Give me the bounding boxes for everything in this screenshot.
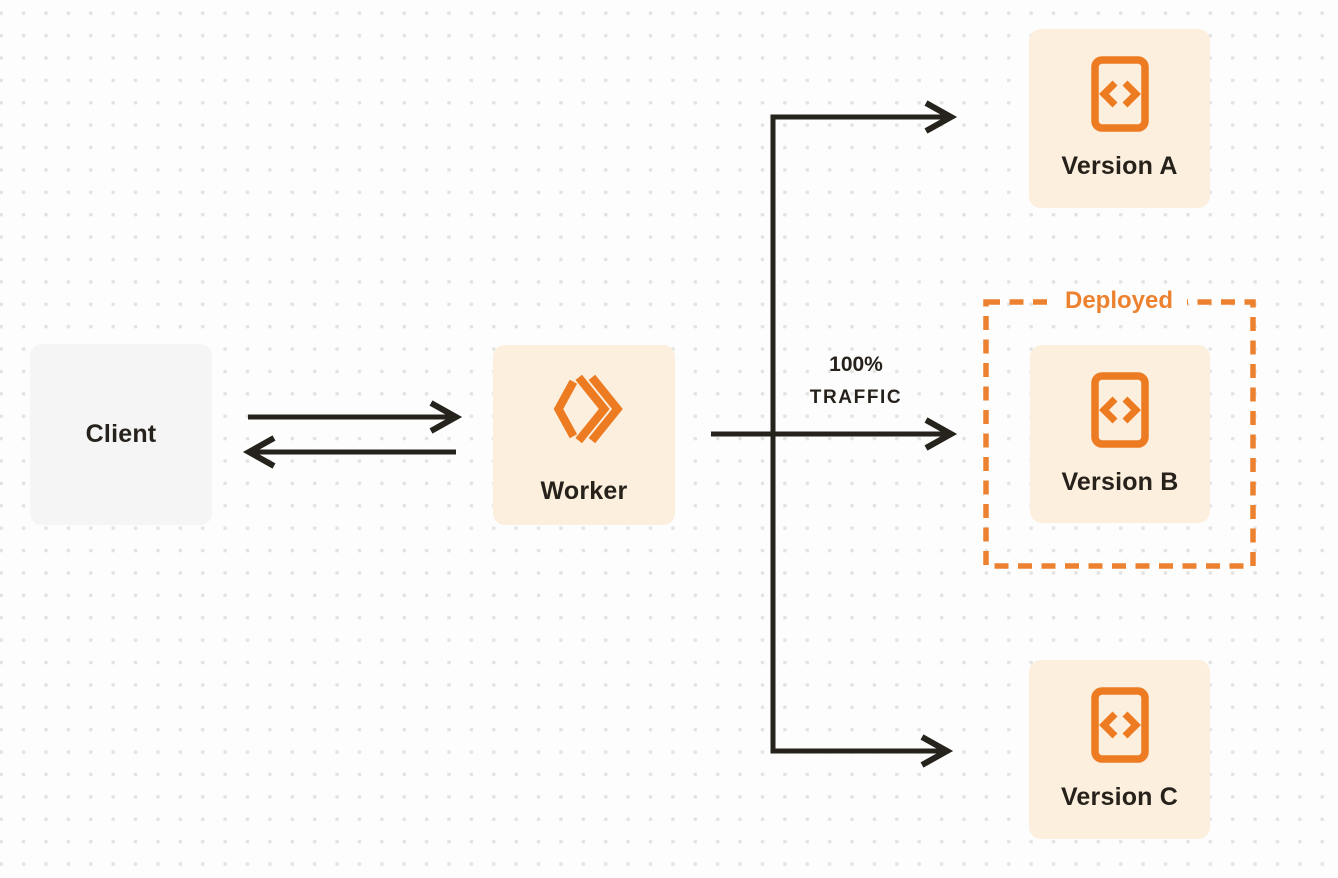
code-file-icon [1091,371,1149,448]
worker-to-version-b-arrow [711,417,958,451]
version-a-label: Version A [1061,152,1178,180]
client-to-worker-arrow [248,400,463,434]
code-file-icon [1090,687,1149,763]
code-file-icon [1090,56,1149,132]
traffic-branch-lines [770,100,958,768]
worker-to-client-arrow [242,435,456,469]
deployed-group-label: Deployed [1050,287,1188,315]
client-node: Client [30,344,212,525]
worker-node: Worker [493,345,675,525]
version-b-label: Version B [1061,467,1179,496]
version-c-node: Version C [1029,660,1210,839]
client-label: Client [85,420,157,448]
traffic-percent-text: 100% [829,353,883,376]
worker-label: Worker [540,476,628,505]
version-a-node: Version A [1029,29,1210,208]
version-c-label: Version C [1060,783,1179,811]
version-b-node: Version B [1030,345,1210,523]
traffic-edge-label: 100% TRAFFIC [810,348,902,414]
traffic-word-text: TRAFFIC [809,387,903,408]
workers-double-chevron-icon [553,374,623,443]
